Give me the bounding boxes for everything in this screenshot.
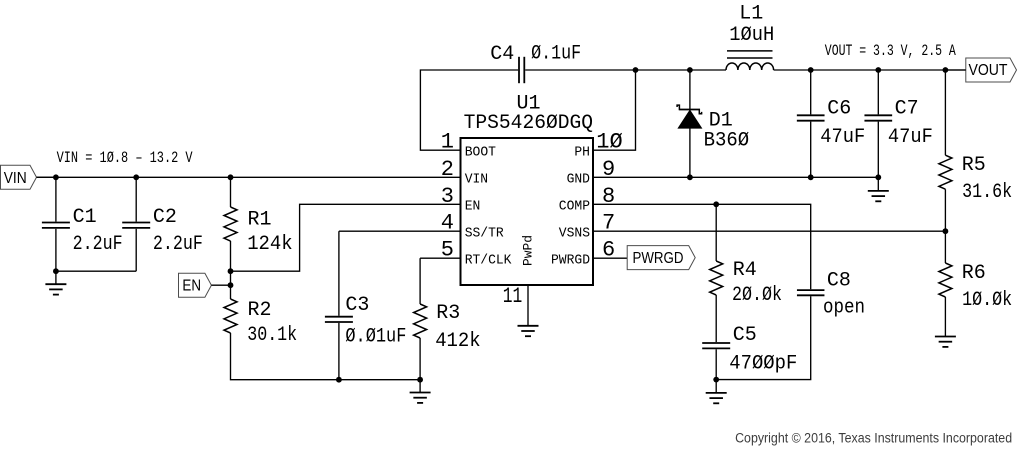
svg-text:D1: D1 bbox=[709, 110, 733, 133]
svg-text:3: 3 bbox=[441, 184, 454, 209]
svg-text:B36Ø: B36Ø bbox=[704, 130, 750, 153]
svg-text:R5: R5 bbox=[962, 154, 986, 177]
svg-text:VIN: VIN bbox=[4, 170, 27, 187]
svg-text:RT/CLK: RT/CLK bbox=[465, 253, 512, 269]
svg-text:Ø.Ø1uF: Ø.Ø1uF bbox=[345, 325, 406, 348]
svg-text:GND: GND bbox=[567, 172, 590, 188]
svg-text:47uF: 47uF bbox=[888, 126, 933, 149]
svg-text:5: 5 bbox=[441, 238, 454, 263]
svg-text:C3: C3 bbox=[345, 294, 369, 317]
svg-text:R3: R3 bbox=[436, 302, 460, 325]
svg-text:2.2uF: 2.2uF bbox=[73, 233, 123, 256]
svg-text:PWRGD: PWRGD bbox=[551, 253, 590, 269]
svg-text:1Ø.Øk: 1Ø.Øk bbox=[962, 289, 1012, 312]
svg-text:1ØuH: 1ØuH bbox=[729, 24, 774, 47]
svg-text:C7: C7 bbox=[895, 98, 919, 121]
svg-text:PWRGD: PWRGD bbox=[633, 250, 684, 267]
svg-text:11: 11 bbox=[503, 284, 523, 309]
svg-text:U1: U1 bbox=[517, 93, 541, 116]
svg-text:2.2uF: 2.2uF bbox=[153, 233, 203, 256]
svg-text:47uF: 47uF bbox=[820, 126, 865, 149]
svg-text:C2: C2 bbox=[153, 206, 177, 229]
svg-text:31.6k: 31.6k bbox=[962, 181, 1012, 204]
svg-text:Ø.1uF: Ø.1uF bbox=[531, 43, 581, 66]
svg-text:COMP: COMP bbox=[559, 199, 590, 215]
svg-text:C5: C5 bbox=[733, 324, 757, 347]
svg-text:2: 2 bbox=[441, 157, 454, 182]
svg-text:VOUT = 3.3 V, 2.5 A: VOUT = 3.3 V, 2.5 A bbox=[825, 42, 956, 60]
svg-text:1Ø: 1Ø bbox=[596, 130, 622, 155]
svg-text:R2: R2 bbox=[248, 299, 272, 322]
svg-text:VSNS: VSNS bbox=[559, 226, 590, 242]
svg-text:2Ø.Øk: 2Ø.Øk bbox=[732, 284, 782, 307]
svg-text:VIN: VIN bbox=[465, 172, 488, 188]
svg-text:R4: R4 bbox=[733, 259, 757, 282]
svg-text:C8: C8 bbox=[827, 270, 851, 293]
svg-text:C1: C1 bbox=[73, 206, 97, 229]
svg-text:8: 8 bbox=[602, 184, 615, 209]
svg-text:6: 6 bbox=[602, 238, 615, 263]
svg-text:VOUT: VOUT bbox=[969, 62, 1008, 79]
svg-text:9: 9 bbox=[602, 157, 615, 182]
svg-text:C6: C6 bbox=[827, 98, 851, 121]
svg-text:L1: L1 bbox=[739, 3, 763, 26]
svg-text:7: 7 bbox=[602, 211, 615, 236]
svg-text:Copyright © 2016, Texas Instru: Copyright © 2016, Texas Instruments Inco… bbox=[735, 431, 1012, 446]
svg-text:R1: R1 bbox=[248, 209, 272, 232]
svg-text:4: 4 bbox=[441, 211, 454, 236]
svg-text:VIN = 1Ø.8 – 13.2 V: VIN = 1Ø.8 – 13.2 V bbox=[57, 149, 193, 167]
svg-text:47ØØpF: 47ØØpF bbox=[729, 353, 797, 376]
svg-text:124k: 124k bbox=[247, 233, 293, 256]
svg-text:PwPd: PwPd bbox=[521, 235, 536, 266]
svg-text:C4: C4 bbox=[490, 43, 514, 66]
svg-text:EN: EN bbox=[465, 199, 481, 215]
svg-text:BOOT: BOOT bbox=[465, 145, 496, 161]
svg-text:PH: PH bbox=[574, 145, 590, 161]
svg-text:412k: 412k bbox=[435, 330, 481, 353]
svg-text:1: 1 bbox=[441, 130, 454, 155]
svg-text:EN: EN bbox=[182, 278, 201, 295]
svg-text:30.1k: 30.1k bbox=[247, 324, 297, 347]
svg-text:R6: R6 bbox=[962, 262, 986, 285]
svg-text:SS/TR: SS/TR bbox=[465, 226, 505, 242]
svg-text:open: open bbox=[823, 296, 865, 319]
svg-text:TPS5426ØDGQ: TPS5426ØDGQ bbox=[464, 112, 593, 135]
